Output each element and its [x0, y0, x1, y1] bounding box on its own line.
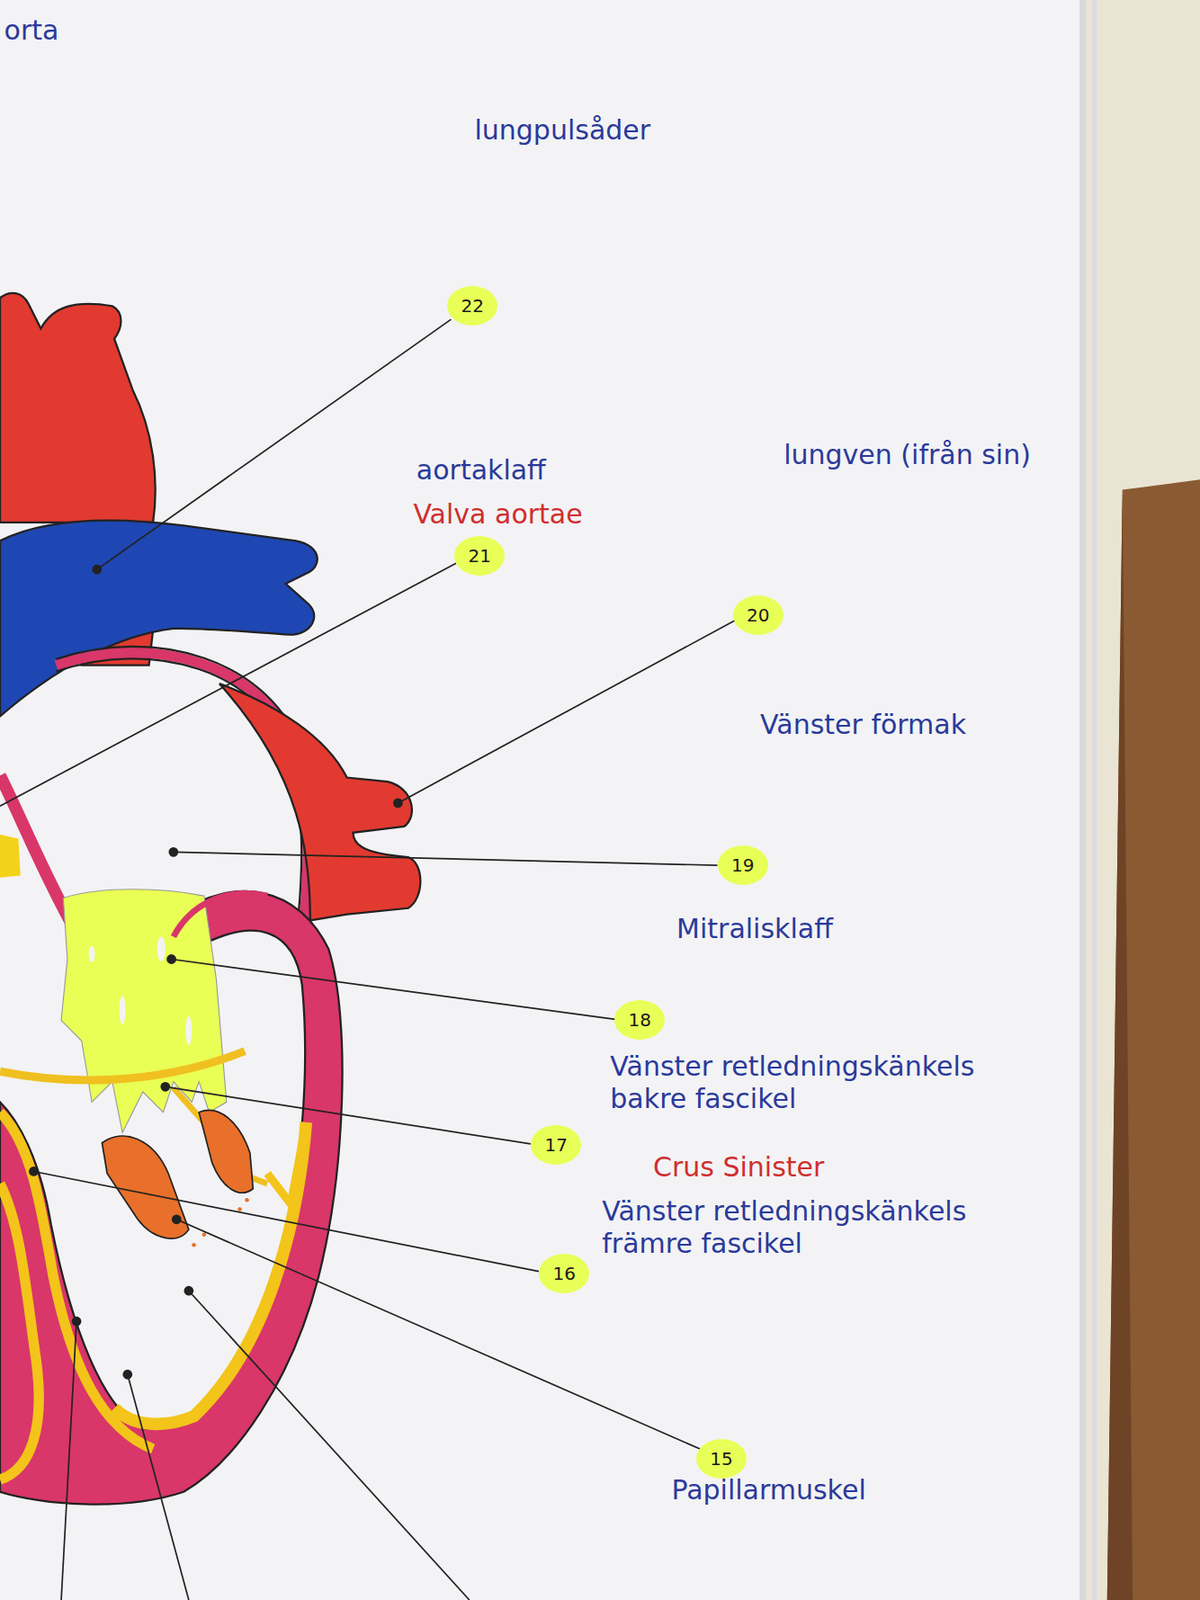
callout-number: 15 — [696, 1439, 747, 1479]
text-label: Papillarmuskel — [671, 1474, 866, 1507]
callout-number: 19 — [717, 845, 769, 886]
text-label: Valva aortae — [412, 498, 583, 531]
callout-number: 16 — [538, 1253, 590, 1294]
callout-number: 17 — [530, 1125, 582, 1165]
text-label: orta — [4, 14, 60, 47]
text-label: lungven (ifrån sin) — [783, 438, 1031, 472]
callout-number: 20 — [733, 595, 784, 636]
text-label: Mitralisklaff — [676, 913, 833, 946]
text-label: Vänster retledningskänkels främre fascik… — [601, 1195, 1030, 1261]
text-label: Vänster förmak — [760, 708, 967, 742]
text-label: aortaklaff — [416, 454, 547, 487]
text-label: Vänster retledningskänkels bakre fascike… — [609, 1050, 1039, 1116]
text-label: Crus Sinister — [653, 1151, 824, 1184]
text-label: lungpulsåder — [474, 114, 651, 147]
